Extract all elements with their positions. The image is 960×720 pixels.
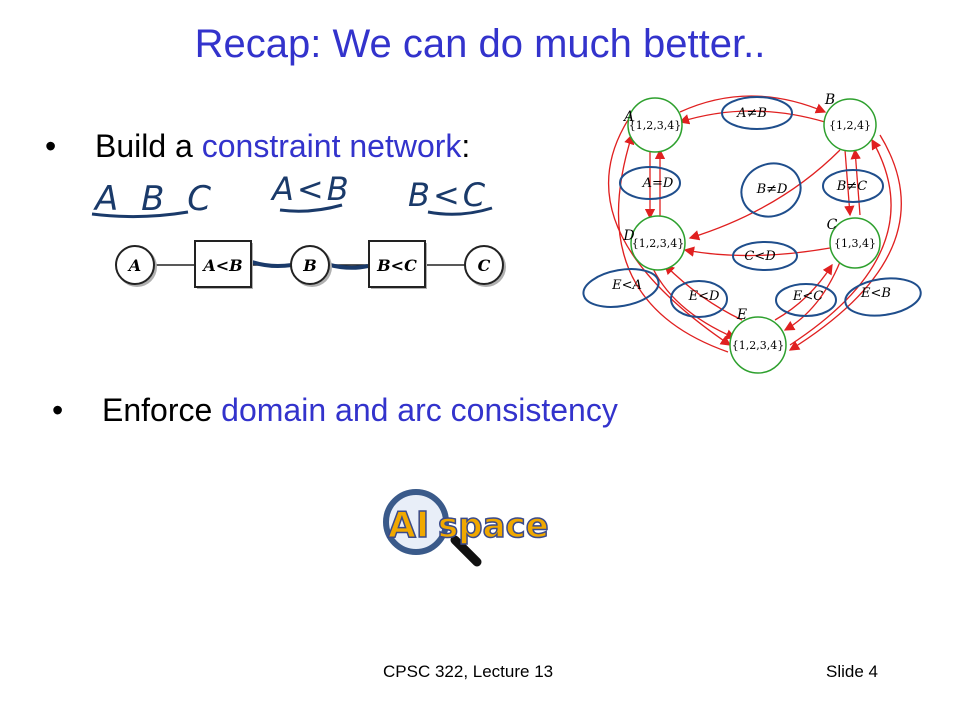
bullet-highlight: constraint network xyxy=(201,128,462,164)
constraint-label: E<C xyxy=(792,289,823,304)
node-label: B<C xyxy=(376,256,417,275)
bullet-build-network: • Build a constraint network: xyxy=(45,128,470,165)
node-domain: {1,2,4} xyxy=(829,119,871,132)
small-constraint-network: A A<B B B<C C xyxy=(115,240,506,289)
node-name: B xyxy=(824,92,835,108)
node-name: A xyxy=(622,109,634,125)
arc-edge xyxy=(649,261,737,340)
handwritten-vars: A B C xyxy=(93,179,217,219)
arc-edge xyxy=(774,263,833,321)
node-name: E xyxy=(736,307,747,323)
underline-stroke xyxy=(427,206,493,216)
bullet-text-prefix: Build a xyxy=(95,128,202,164)
arc-edge xyxy=(788,134,902,351)
aispace-logo: AI space xyxy=(383,489,549,567)
magnifier-glass-icon xyxy=(383,489,449,555)
arc-edge xyxy=(688,149,841,241)
node-name: C xyxy=(827,217,838,233)
underline-stroke xyxy=(279,203,343,213)
network-node-a xyxy=(627,97,683,153)
node-domain: {1,2,3,4} xyxy=(629,119,681,132)
variable-nodes: {1,2,3,4} A {1,2,4} B {1,2,3,4} D {1,3,4… xyxy=(622,92,881,374)
constraint-label: A≠B xyxy=(736,106,767,121)
variable-node-b xyxy=(290,245,330,285)
ink-circle xyxy=(721,96,793,130)
arc-edge xyxy=(678,110,826,125)
ink-circle xyxy=(844,277,922,317)
constraint-label: B≠C xyxy=(836,179,867,194)
arcs xyxy=(607,95,902,353)
arc-edge xyxy=(683,246,831,257)
ink-circle xyxy=(775,283,837,317)
node-label: B xyxy=(302,256,317,275)
handwritten-c2: B<C xyxy=(408,176,488,214)
ink-circle xyxy=(732,241,798,271)
node-domain: {1,3,4} xyxy=(834,237,876,250)
ink-circle xyxy=(740,162,802,218)
ink-stroke xyxy=(251,260,293,268)
big-constraint-network: {1,2,3,4} A {1,2,4} B {1,2,3,4} D {1,3,4… xyxy=(582,92,922,374)
bullet-text-prefix: Enforce xyxy=(102,392,222,428)
node-domain: {1,2,3,4} xyxy=(632,237,684,250)
footer-course: CPSC 322, Lecture 13 xyxy=(383,662,554,681)
logo-text-space: space xyxy=(438,506,549,546)
variable-node-c xyxy=(464,245,504,285)
footer-slide-number: Slide 4 xyxy=(826,662,878,681)
ink-circle xyxy=(619,166,681,200)
bullet-marker: • xyxy=(45,128,57,164)
handwritten-c1: A<B xyxy=(270,170,352,208)
constraint-label: C<D xyxy=(744,249,776,264)
logo-text-ai: AI xyxy=(388,505,429,546)
constraint-label: E<D xyxy=(688,289,720,304)
network-node-c xyxy=(829,217,881,269)
ink-circle xyxy=(582,268,660,308)
node-domain: {1,2,3,4} xyxy=(732,339,784,352)
slide-title: Recap: We can do much better.. xyxy=(194,22,766,66)
underline-stroke xyxy=(91,210,189,219)
constraint-node-a-lt-b xyxy=(194,240,252,288)
magnifier-handle xyxy=(450,535,482,567)
network-node-d xyxy=(630,215,686,271)
network-node-b xyxy=(823,98,877,152)
bullet-marker: • xyxy=(52,392,64,428)
node-label: A<B xyxy=(201,256,242,275)
arc-edge xyxy=(844,149,855,217)
arc-edge xyxy=(679,95,827,114)
constraint-node-b-lt-c xyxy=(368,240,426,288)
variable-node-a xyxy=(115,245,155,285)
arc-edge xyxy=(664,264,743,321)
arc-edge xyxy=(850,148,861,216)
constraint-label: B≠D xyxy=(756,182,788,197)
constraint-label: A=D xyxy=(642,176,674,191)
bullet-enforce-consistency: • Enforce domain and arc consistency xyxy=(52,392,618,429)
ink-circle xyxy=(822,169,884,203)
node-name: D xyxy=(622,228,634,244)
constraint-label: E<B xyxy=(860,286,891,301)
node-label: C xyxy=(478,256,491,275)
node-label: A xyxy=(127,256,141,275)
ink-stroke xyxy=(329,263,369,270)
network-node-e xyxy=(729,316,787,374)
constraint-label: E<A xyxy=(611,278,642,293)
handwritten-annotations: A B C A<B B<C xyxy=(91,170,493,219)
ink-circles xyxy=(582,96,922,318)
arc-edge xyxy=(789,138,892,346)
ink-circle xyxy=(670,280,728,318)
bullet-text-suffix: : xyxy=(461,128,471,164)
arc-edge xyxy=(783,261,841,331)
bullet-highlight: domain and arc consistency xyxy=(221,392,618,428)
constraint-labels: A≠B A=D B≠D B≠C C<D E<A E<D E<C E<B xyxy=(611,106,891,304)
